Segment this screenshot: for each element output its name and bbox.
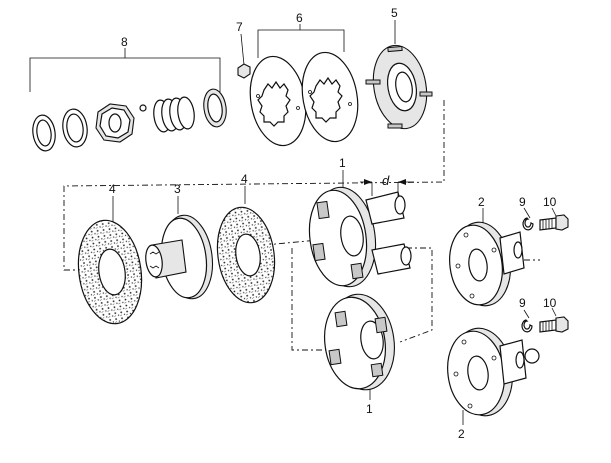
part-8-hex-nut[interactable] <box>95 103 135 143</box>
callout-3: 3 <box>174 182 181 196</box>
part-4-friction-disc-left[interactable] <box>72 196 148 328</box>
bracket-part-8 <box>29 48 221 92</box>
callout-4-right: 4 <box>241 172 248 186</box>
callout-7: 7 <box>236 20 243 34</box>
callout-2-bottom: 2 <box>458 427 465 441</box>
part-4-friction-disc-right[interactable] <box>212 186 281 306</box>
part-9-washer-bottom[interactable] <box>521 309 533 333</box>
dimension-label-d: d <box>382 173 390 188</box>
part-5-pressure-plate[interactable] <box>365 20 433 133</box>
part-8-ring[interactable] <box>60 108 89 149</box>
part-1-clutch-housing-bottom[interactable] <box>319 290 400 400</box>
part-6-plate-a[interactable] <box>244 52 313 150</box>
part-9-washer-top[interactable] <box>522 207 534 231</box>
callout-4-left: 4 <box>109 182 116 196</box>
part-1-clutch-housing-top[interactable] <box>304 170 412 291</box>
callout-9-top: 9 <box>519 195 526 209</box>
part-3-hub[interactable] <box>144 196 218 302</box>
callout-1-top: 1 <box>339 156 346 170</box>
part-8-spring[interactable] <box>152 96 196 133</box>
part-7-nut[interactable] <box>237 33 251 79</box>
callout-1-bottom: 1 <box>366 402 373 416</box>
dimension-d <box>360 179 414 196</box>
part-8-snap-ring[interactable] <box>31 114 58 153</box>
callout-10-bottom: 10 <box>543 296 557 310</box>
callout-10-top: 10 <box>543 195 557 209</box>
part-10-bolt-top[interactable] <box>539 207 569 231</box>
part-6-plate-b[interactable] <box>296 48 365 146</box>
part-10-bolt-bottom[interactable] <box>539 307 569 333</box>
callout-2-top: 2 <box>478 195 485 209</box>
part-8-ball[interactable] <box>139 104 147 112</box>
part-2-flange-yoke-top[interactable] <box>445 208 525 309</box>
bracket-part-6 <box>257 24 345 58</box>
part-2-flange-yoke-bottom[interactable] <box>442 324 540 425</box>
callout-5: 5 <box>391 6 398 20</box>
part-8-seal-ring[interactable] <box>201 88 228 129</box>
callout-8: 8 <box>121 35 128 49</box>
callout-6: 6 <box>296 11 303 25</box>
callout-9-bottom: 9 <box>519 296 526 310</box>
